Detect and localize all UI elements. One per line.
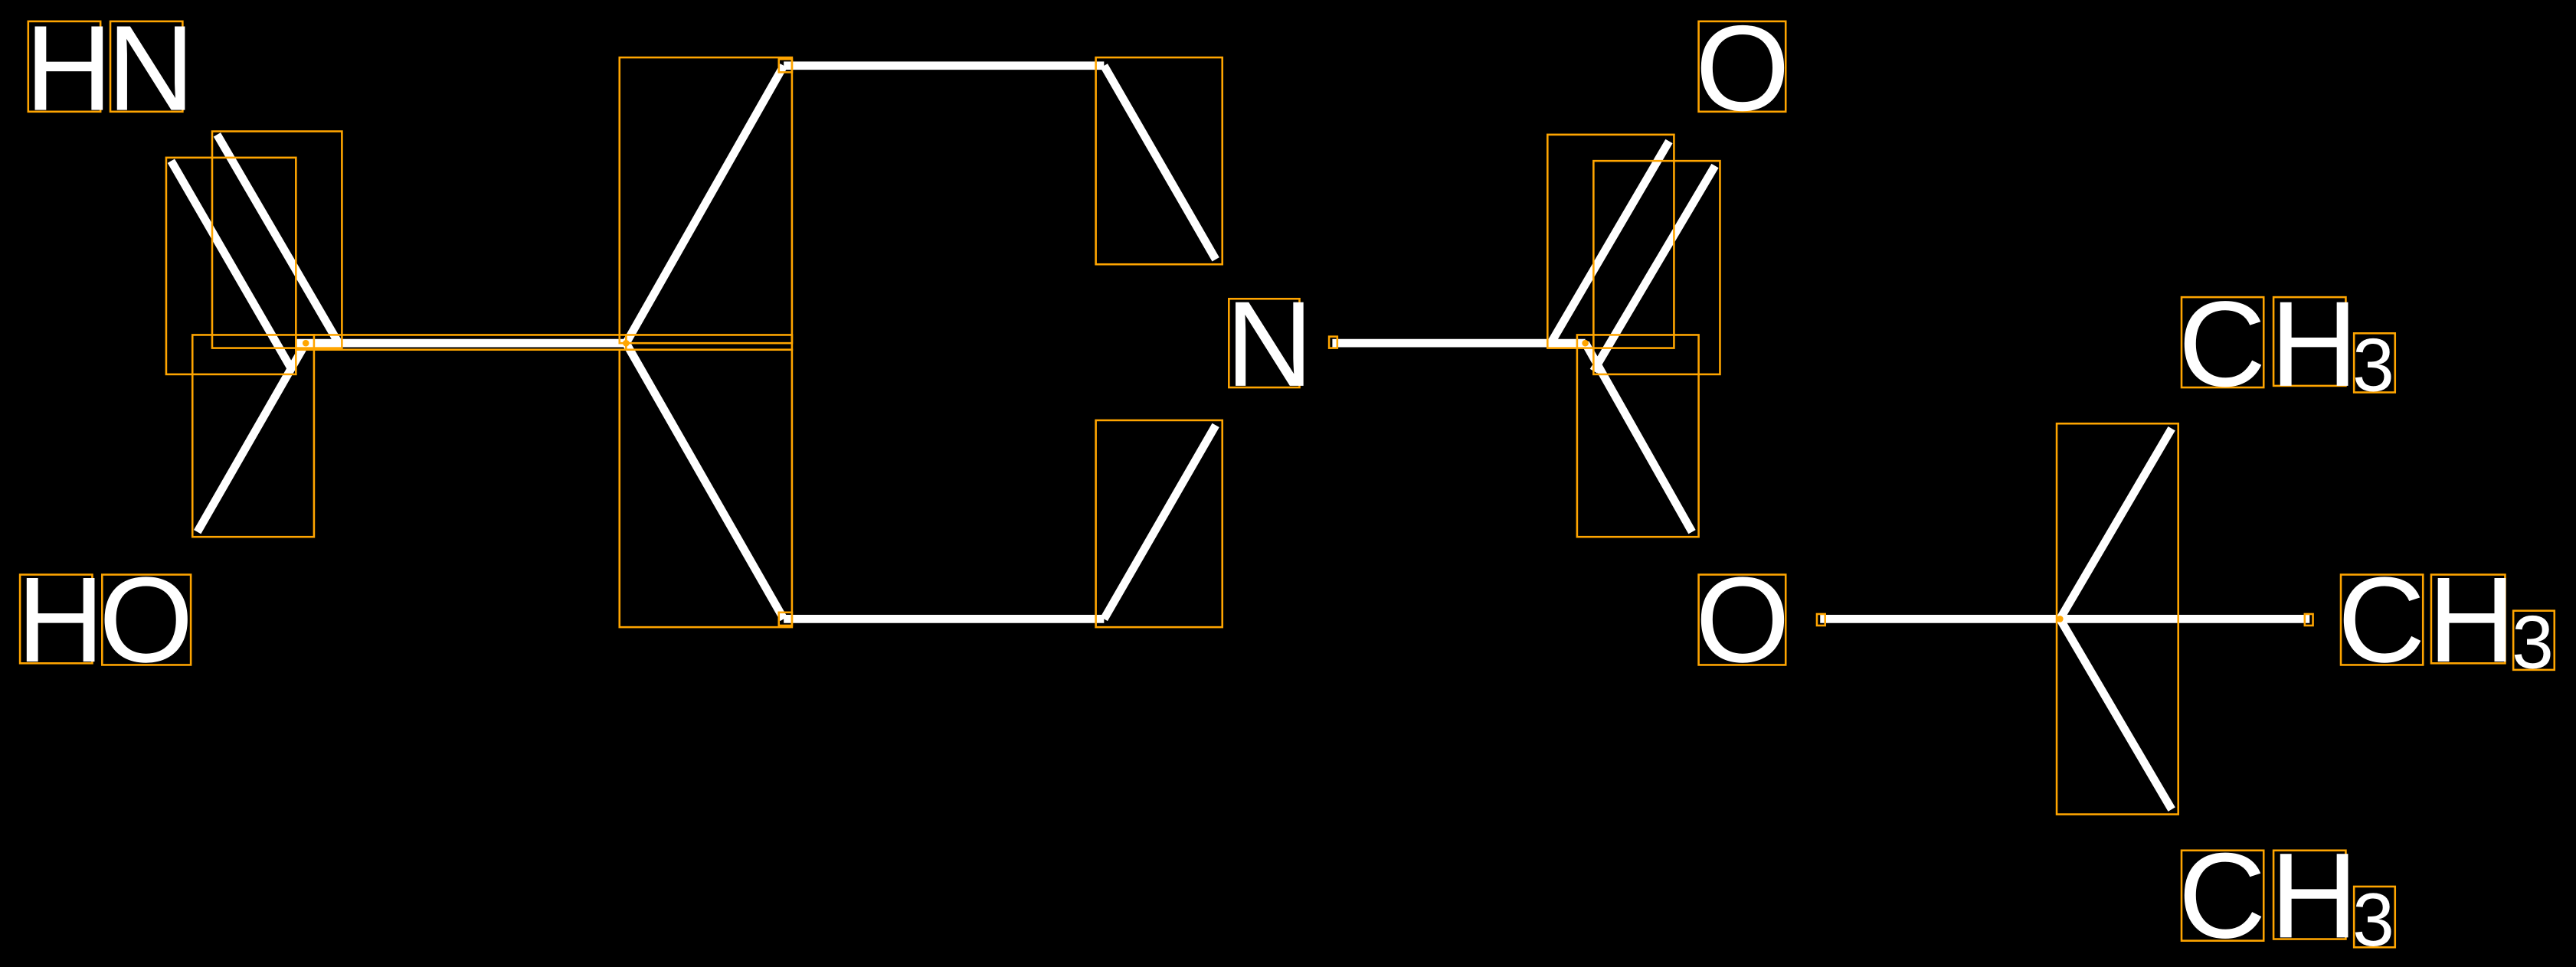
atom-n-imine: N: [107, 0, 195, 136]
bond-imine-double-1: [167, 158, 296, 374]
subscript-methyl-top: 3: [2352, 322, 2394, 407]
bond-ring-1: [622, 64, 787, 345]
atom-c-methyl-top: C: [2178, 276, 2267, 412]
bond-imine-double-2: [213, 132, 342, 345]
atom-h-methyl-top: H: [2270, 276, 2358, 412]
subscript-methyl-right: 3: [2512, 600, 2554, 684]
bond-carbonyl-double-1: [1547, 139, 1673, 345]
bond-ring-6: [1100, 423, 1219, 622]
bond-carbonyl-double-2: [1589, 163, 1719, 374]
atom-h-methyl-right: H: [2428, 551, 2516, 688]
atom-o-hydroxyl: O: [99, 551, 193, 688]
atom-n-ring: N: [1226, 276, 1314, 412]
atom-c-methyl-right: C: [2338, 551, 2426, 688]
atom-o-ester: O: [1695, 551, 1789, 688]
bond-tbu-down: [2056, 616, 2175, 812]
bond-ring-5: [1100, 64, 1219, 262]
atom-c-methyl-bottom: C: [2178, 827, 2267, 963]
atom-o-carbonyl: O: [1695, 0, 1789, 136]
bonds: [167, 61, 2310, 812]
atom-labels: H N H O N O O C H 3 C H 3 C H 3: [17, 0, 2554, 963]
atom-h-methyl-bottom: H: [2270, 827, 2358, 963]
atom-h-hydroxyl: H: [17, 551, 105, 688]
bond-ring-2: [622, 341, 787, 622]
subscript-methyl-bottom: 3: [2352, 877, 2394, 962]
atom-h-imine: H: [25, 0, 113, 136]
annotation-boxes: [18, 20, 2556, 949]
bond-tbu-up: [2056, 426, 2175, 622]
